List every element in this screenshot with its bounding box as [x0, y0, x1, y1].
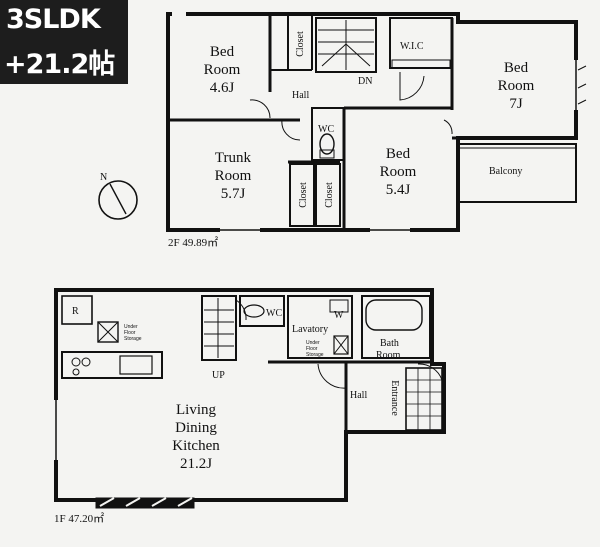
- bed-left-size: 4.6J: [210, 80, 235, 96]
- wic-label: W.I.C: [400, 41, 424, 52]
- bed-center-line1: Bed: [386, 146, 411, 162]
- 2f-labels: Bed Room 4.6J Bed Room 7J Bed Room 5.4J …: [168, 31, 535, 249]
- floor-2f: [166, 11, 587, 233]
- ldk-line2: Dining: [175, 420, 217, 436]
- layout-area: +21.2帖: [4, 49, 115, 80]
- floor-1f: [53, 288, 446, 509]
- ldk-size: 21.2J: [180, 456, 212, 472]
- trunk-line2: Room: [215, 168, 252, 184]
- lav-storage-line3: Storage: [306, 352, 324, 358]
- bed-left-line2: Room: [204, 62, 241, 78]
- balcony-outline: [458, 143, 577, 203]
- bath-line1: Bath: [380, 338, 399, 349]
- ldk-line3: Kitchen: [172, 438, 220, 454]
- lavatory-label: Lavatory: [292, 324, 328, 335]
- bed-right-size: 7J: [509, 96, 523, 112]
- entrance-label: Entrance: [389, 380, 400, 416]
- bath-line2: Room: [376, 350, 401, 361]
- fridge-label: R: [72, 306, 79, 317]
- closet-top-label: Closet: [295, 31, 306, 57]
- lav-storage-line1: Under: [306, 340, 320, 346]
- layout-badge: 3SLDK +21.2帖: [0, 0, 128, 84]
- lav-storage-line2: Floor: [306, 346, 318, 352]
- compass-north-label: N: [100, 172, 107, 183]
- 1f-labels: Living Dining Kitchen 21.2J R UP WC W La…: [54, 306, 401, 525]
- kitchen-storage-line3: Storage: [124, 336, 142, 342]
- layout-type: 3SLDK: [6, 4, 101, 35]
- kitchen-storage-line2: Floor: [124, 330, 136, 336]
- down-label: DN: [358, 76, 372, 87]
- closet-bottom-left-label: Closet: [298, 182, 309, 208]
- 2f-area: 2F 49.89㎡: [168, 236, 218, 249]
- kitchen-counter: [61, 351, 163, 379]
- trunk-size: 5.7J: [221, 186, 246, 202]
- up-label: UP: [212, 370, 225, 381]
- closet-bottom-right-label: Closet: [324, 182, 335, 208]
- 1f-stairs: [201, 295, 237, 361]
- 1f-hall-label: Hall: [350, 390, 367, 401]
- compass: N: [98, 172, 138, 220]
- ldk-line1: Living: [176, 402, 216, 418]
- bed-right-line2: Room: [498, 78, 535, 94]
- trunk-line1: Trunk: [215, 150, 252, 166]
- balcony-label: Balcony: [489, 166, 522, 177]
- washer-label: W: [334, 310, 344, 321]
- bed-center-line2: Room: [380, 164, 417, 180]
- bed-right-line1: Bed: [504, 60, 529, 76]
- bed-center-size: 5.4J: [386, 182, 411, 198]
- 2f-wc-label: WC: [318, 124, 334, 135]
- kitchen-storage-line1: Under: [124, 324, 138, 330]
- 1f-area: 1F 47.20㎡: [54, 512, 104, 525]
- bed-left-line1: Bed: [210, 44, 235, 60]
- 2f-stairs: [315, 17, 377, 73]
- 1f-wc-label: WC: [266, 308, 282, 319]
- 2f-hall-label: Hall: [292, 90, 309, 101]
